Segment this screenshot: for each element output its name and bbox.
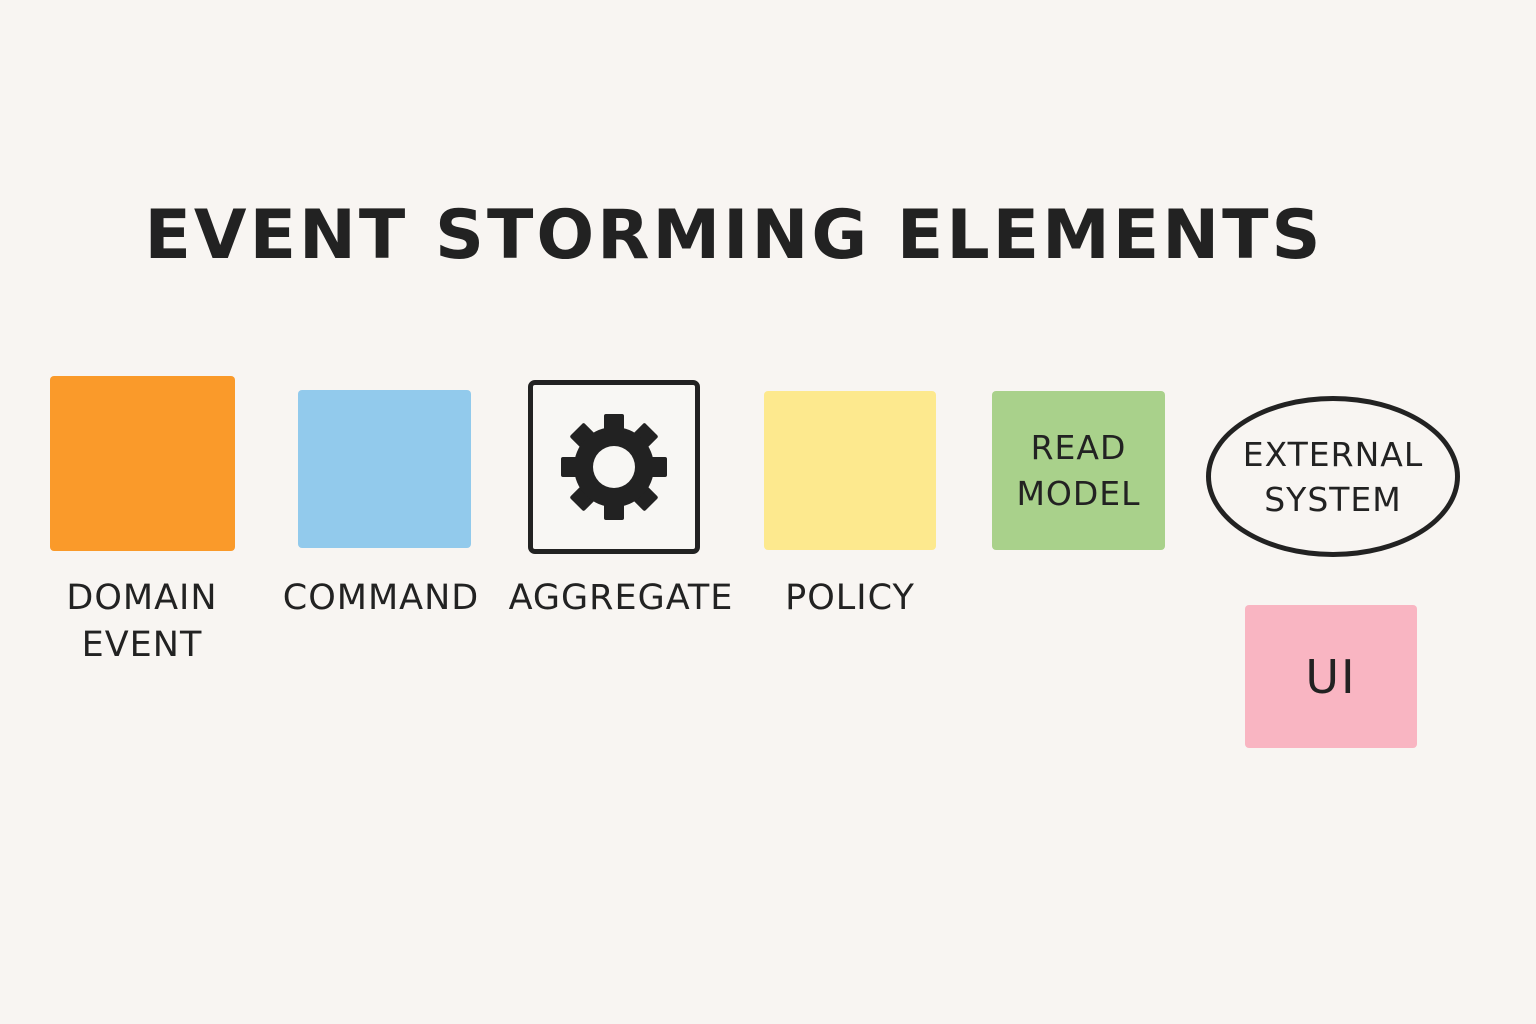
aggregate-label: AGGREGATE (508, 578, 734, 618)
domain-event-sticky (50, 376, 235, 551)
page-title: EVENT STORMING ELEMENTS (144, 196, 1324, 275)
read-model-text: READ MODEL (1016, 427, 1141, 513)
gear-icon (561, 414, 667, 520)
domain-event-label: DOMAIN EVENT (66, 578, 218, 665)
policy-sticky (764, 391, 936, 550)
ui-sticky: UI (1245, 605, 1417, 748)
command-sticky (298, 390, 471, 548)
command-label: COMMAND (282, 578, 480, 618)
read-model-sticky: READ MODEL (992, 391, 1165, 550)
policy-label: POLICY (785, 578, 915, 618)
ui-text: UI (1305, 649, 1357, 704)
aggregate-box (528, 380, 700, 554)
external-system-ellipse: EXTERNAL SYSTEM (1206, 396, 1460, 557)
external-system-text: EXTERNAL SYSTEM (1242, 434, 1424, 519)
